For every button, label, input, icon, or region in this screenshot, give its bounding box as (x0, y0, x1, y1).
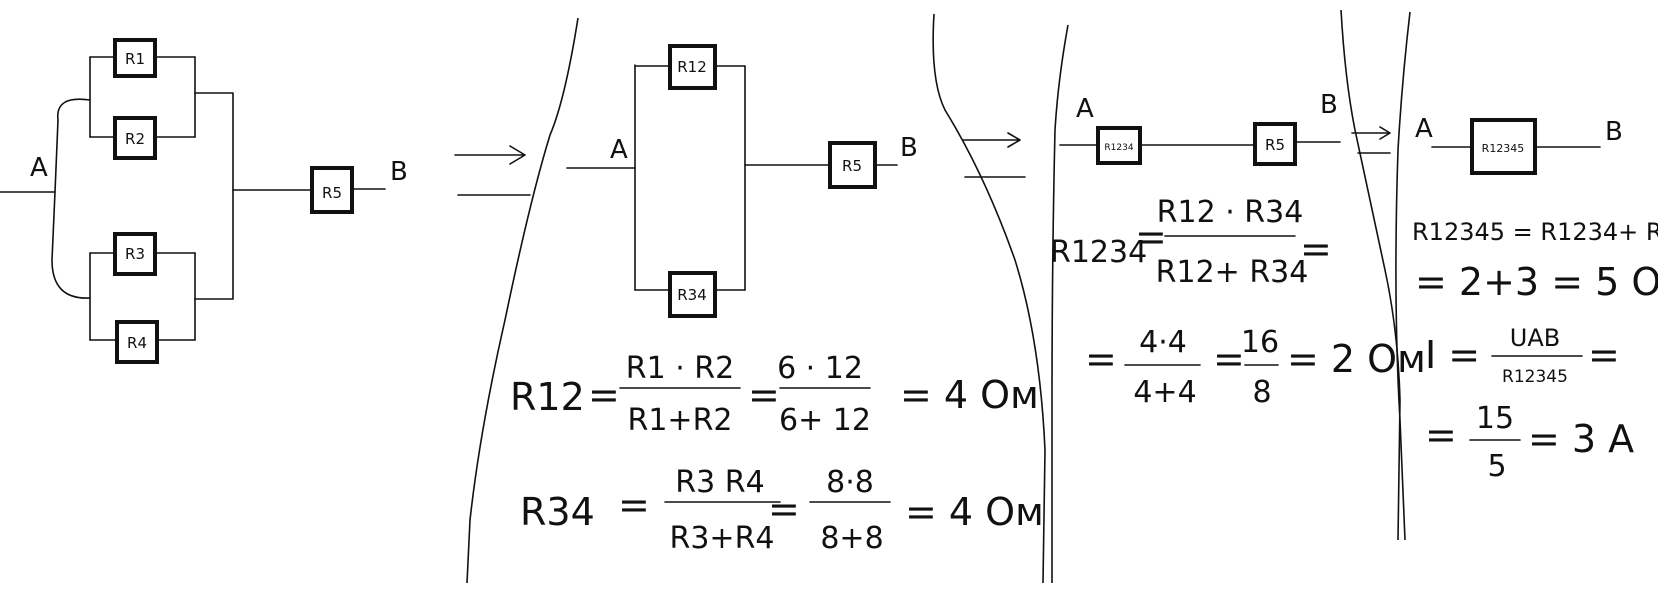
resistor-r34: R34 (668, 271, 717, 318)
eq34-equals-2: = (768, 487, 800, 531)
resistor-r12345-label: R12345 (1482, 142, 1525, 155)
node-a-label-4: A (1415, 114, 1433, 144)
current-num: UAB (1510, 324, 1560, 352)
eq34-result: = 4 Ом (905, 490, 1044, 534)
separator-curve-2 (932, 13, 1046, 584)
eq12-equals-2: = (748, 373, 780, 417)
eq12-lhs: R12 (510, 375, 585, 419)
eq1234-lhs: R1234 (1050, 235, 1147, 270)
stage1-original-circuit: R1 R2 R3 R4 R5 A B (0, 38, 408, 364)
eq1234-equals-1: = (1135, 215, 1167, 259)
node-b-label-2: B (900, 133, 918, 163)
current-den: R12345 (1502, 367, 1568, 387)
eq12345-line2: = 2+3 = 5 Ом (1415, 260, 1658, 304)
equation-r12345: R12345 = R1234+ R5 = = 2+3 = 5 Ом (1412, 218, 1658, 304)
current-equals: = (1588, 333, 1620, 377)
equation-r12: R12 = R1 · R2 R1+R2 = 6 · 12 6+ 12 = 4 О… (510, 351, 1039, 438)
resistor-r4: R4 (115, 320, 159, 364)
eq1234-num1: R12 · R34 (1157, 195, 1304, 230)
resistor-r2: R2 (113, 116, 157, 160)
wire-top-to-node (194, 92, 234, 191)
eq12-den2: 6+ 12 (779, 403, 871, 438)
stage4-circuit: R12345 A B (1415, 114, 1623, 175)
eq1234-equals-3: = (1085, 337, 1117, 381)
transition-arrow-2 (962, 132, 1026, 178)
eq12-result: = 4 Ом (900, 373, 1039, 417)
eq12-num1: R1 · R2 (626, 351, 734, 386)
node-b-label-3: B (1320, 90, 1338, 120)
equation-r1234: R1234 = R12 · R34 R12+ R34 = = 4·4 4+4 =… (1050, 195, 1426, 410)
node-b-label: B (390, 157, 408, 187)
eq34-den2: 8+8 (820, 521, 883, 556)
eq12-den1: R1+R2 (628, 403, 733, 438)
eq34-num1: R3 R4 (675, 465, 764, 500)
stage2-circuit: R12 R34 R5 A B (566, 44, 918, 318)
resistor-r1-label: R1 (125, 50, 145, 68)
separator-curve-1 (466, 17, 579, 584)
stage3-circuit: R1234 R5 A B (1059, 90, 1341, 166)
equation-r34: R34 = R3 R4 R3+R4 = 8·8 8+8 = 4 Ом (520, 465, 1044, 556)
node-a-label-3: A (1076, 94, 1094, 124)
node-a-label-2: A (610, 135, 628, 165)
resistor-r3-label: R3 (125, 245, 145, 263)
equation-current: I = UAB R12345 = = 15 5 = 3 A (1425, 324, 1634, 484)
resistor-r1234-label: R1234 (1104, 143, 1133, 153)
transition-arrow-1 (454, 145, 531, 196)
separator-curve-3 (1051, 24, 1069, 583)
resistor-r2-label: R2 (125, 130, 145, 148)
current-frac-num: 15 (1476, 401, 1514, 436)
resistor-r1234: R1234 (1096, 126, 1142, 165)
current-result: = 3 A (1528, 417, 1634, 461)
resistor-r5-stage2-label: R5 (842, 157, 862, 175)
eq12345-line1: R12345 = R1234+ R5 = (1412, 218, 1658, 246)
resistor-r5-stage3-label: R5 (1265, 136, 1285, 154)
eq1234-result: = 2 Ом (1287, 337, 1426, 381)
eq34-den1: R3+R4 (670, 521, 775, 556)
resistor-r1: R1 (113, 38, 157, 78)
wire-bottom-to-node (194, 189, 234, 300)
node-a-label: A (30, 153, 48, 183)
eq12-equals-1: = (588, 373, 620, 417)
resistor-r12345: R12345 (1470, 118, 1537, 175)
resistor-r3: R3 (113, 232, 157, 276)
current-lhs: I = (1425, 333, 1480, 377)
resistor-r12: R12 (668, 44, 717, 90)
separator-curve-4 (1340, 9, 1401, 541)
eq1234-equals-2: = (1300, 227, 1332, 271)
eq1234-num2: 4·4 (1139, 325, 1187, 360)
eq34-lhs: R34 (520, 490, 595, 534)
transition-arrow-3 (1351, 126, 1391, 154)
resistor-r5-stage3: R5 (1253, 122, 1297, 166)
eq1234-den1: R12+ R34 (1156, 255, 1309, 290)
eq12-num2: 6 · 12 (777, 351, 863, 386)
resistor-r5-label: R5 (322, 184, 342, 202)
node-b-label-4: B (1605, 117, 1623, 147)
current-equals-2: = (1425, 413, 1457, 457)
eq1234-equals-4: = (1213, 337, 1245, 381)
eq1234-frac-den: 8 (1252, 375, 1271, 410)
resistor-r5-stage2: R5 (828, 141, 877, 189)
eq1234-den2: 4+4 (1133, 375, 1196, 410)
eq34-equals-1: = (618, 483, 650, 527)
wire-a-split (51, 98, 91, 299)
resistor-r12-label: R12 (677, 58, 707, 76)
eq34-num2: 8·8 (826, 465, 874, 500)
resistor-r4-label: R4 (127, 334, 147, 352)
resistor-r5: R5 (310, 166, 354, 214)
resistor-r34-label: R34 (677, 286, 707, 304)
current-frac-den: 5 (1487, 449, 1506, 484)
separator-curve-5 (1395, 11, 1411, 541)
eq1234-frac-num: 16 (1241, 325, 1279, 360)
